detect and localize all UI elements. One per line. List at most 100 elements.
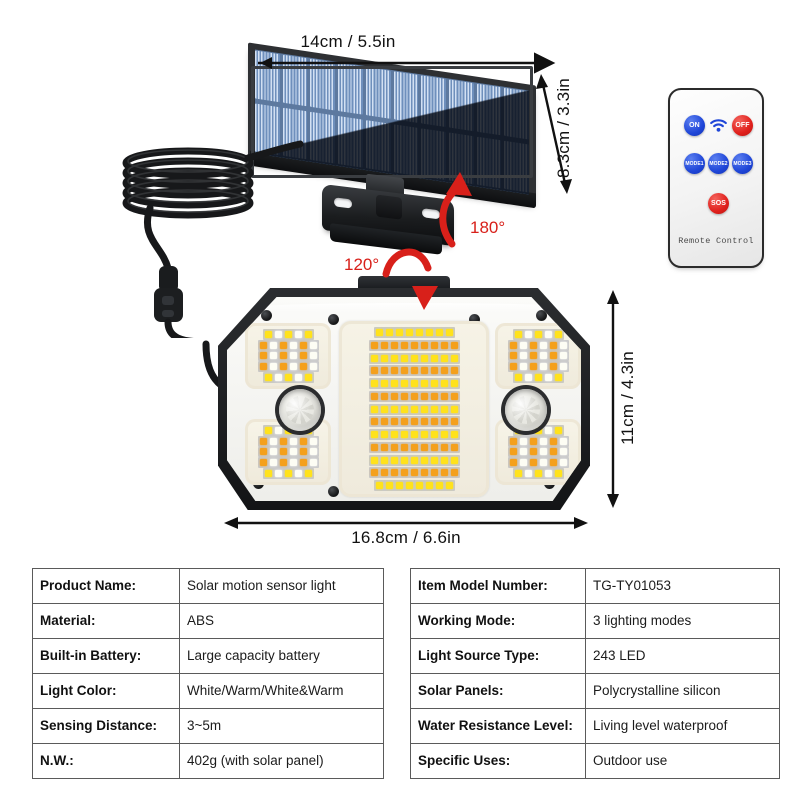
spec-key: Product Name:: [32, 568, 180, 604]
table-row: Light Color: White/Warm/White&Warm: [32, 673, 384, 709]
solar-depth-dimension-arrow: [536, 74, 572, 194]
spec-key: Sensing Distance:: [32, 708, 180, 744]
remote-mode1-button[interactable]: MODE1: [684, 153, 705, 174]
led-strip: [257, 339, 319, 351]
led-strip: [368, 429, 460, 440]
led-strip: [507, 457, 569, 469]
panel-rotation-arrow: [439, 172, 472, 248]
led-strip: [368, 403, 460, 415]
solar-depth-label: 8.3cm / 3.3in: [554, 78, 573, 178]
led-strip: [262, 329, 314, 340]
table-row: Sensing Distance: 3~5m: [32, 708, 384, 744]
spec-value: Living level waterproof: [585, 708, 780, 744]
solar-width-label: 14cm / 5.5in: [300, 32, 396, 51]
corner-led-panel-bottom-right: [495, 419, 581, 485]
led-strip: [507, 361, 569, 373]
head-rotation-arrow: [382, 248, 438, 310]
led-strip: [368, 339, 460, 351]
spec-value: Large capacity battery: [179, 638, 384, 674]
lamp-head-assembly: [218, 276, 590, 510]
led-strip: [512, 468, 564, 479]
motion-sensor-left: [279, 389, 321, 431]
led-strip: [368, 441, 460, 453]
table-row: Light Source Type: 243 LED: [410, 638, 780, 674]
spec-table-right: Item Model Number: TG-TY01053 Working Mo…: [410, 568, 780, 779]
led-strip: [507, 435, 569, 447]
bracket-pivot: [376, 194, 402, 220]
spec-value: 243 LED: [585, 638, 780, 674]
led-strip: [257, 446, 319, 458]
spec-key: Light Source Type:: [410, 638, 586, 674]
spec-key: Working Mode:: [410, 603, 586, 639]
table-row: N.W.: 402g (with solar panel): [32, 743, 384, 779]
wifi-icon: [710, 119, 727, 132]
spec-key: Water Resistance Level:: [410, 708, 586, 744]
spec-value: Polycrystalline silicon: [585, 673, 780, 709]
remote-on-button[interactable]: ON: [684, 115, 705, 136]
solar-panel-assembly: [248, 42, 548, 255]
lamp-height-label: 11cm / 4.3in: [618, 351, 637, 445]
led-strip: [368, 416, 460, 428]
table-row: Specific Uses: Outdoor use: [410, 743, 780, 779]
head-rotation-label: 120°: [344, 255, 380, 274]
remote-body: ON OFF MODE1 MODE2 MODE3 SOS Remote Cont…: [668, 88, 764, 268]
lamp-width-dimension-arrow: [224, 517, 588, 529]
table-row: Working Mode: 3 lighting modes: [410, 603, 780, 639]
table-row: Built-in Battery: Large capacity battery: [32, 638, 384, 674]
spec-value: TG-TY01053: [585, 568, 780, 604]
led-strip: [507, 339, 569, 351]
led-strip: [512, 372, 564, 383]
spec-key: N.W.:: [32, 743, 180, 779]
remote-mode3-button[interactable]: MODE3: [732, 153, 753, 174]
spec-value: 3 lighting modes: [585, 603, 780, 639]
led-strip: [368, 378, 460, 389]
spec-key: Specific Uses:: [410, 743, 586, 779]
led-strip: [512, 329, 564, 340]
spec-key: Item Model Number:: [410, 568, 586, 604]
spec-value: 402g (with solar panel): [179, 743, 384, 779]
led-strip: [368, 352, 460, 364]
spec-key: Solar Panels:: [410, 673, 586, 709]
spec-value: Solar motion sensor light: [179, 568, 384, 604]
bracket-screw-slot: [334, 197, 352, 209]
remote-control[interactable]: ON OFF MODE1 MODE2 MODE3 SOS Remote Cont…: [668, 88, 764, 268]
table-row: Solar Panels: Polycrystalline silicon: [410, 673, 780, 709]
remote-caption: Remote Control: [678, 236, 754, 246]
spec-value: Outdoor use: [585, 743, 780, 779]
remote-mode2-button[interactable]: MODE2: [708, 153, 729, 174]
face-screw: [261, 310, 272, 321]
led-strip: [262, 372, 314, 383]
remote-sos-button[interactable]: SOS: [708, 193, 729, 214]
spec-value: White/Warm/White&Warm: [179, 673, 384, 709]
led-strip: [368, 467, 460, 479]
led-strip: [262, 468, 314, 479]
face-screw: [536, 310, 547, 321]
spec-key: Light Color:: [32, 673, 180, 709]
face-screw: [328, 486, 339, 497]
led-strip: [373, 327, 455, 338]
led-strip: [368, 365, 460, 377]
lamp-height-dimension-arrow: [607, 290, 619, 508]
spec-table-left: Product Name: Solar motion sensor light …: [32, 568, 384, 779]
face-screw: [328, 314, 339, 325]
remote-off-button[interactable]: OFF: [732, 115, 753, 136]
lamp-head-face: [227, 297, 581, 501]
panel-rotation-label: 180°: [470, 218, 506, 237]
led-strip: [257, 350, 319, 362]
remote-signal-icon[interactable]: [708, 115, 729, 136]
spec-value: ABS: [179, 603, 384, 639]
corner-led-panel-top-left: [245, 323, 331, 389]
table-row: Product Name: Solar motion sensor light: [32, 568, 384, 604]
corner-led-panel-bottom-left: [245, 419, 331, 485]
led-strip: [368, 454, 460, 466]
motion-sensor-right: [505, 389, 547, 431]
spec-value: 3~5m: [179, 708, 384, 744]
led-strip: [368, 390, 460, 402]
solar-width-dimension-arrow: [258, 52, 556, 74]
table-row: Item Model Number: TG-TY01053: [410, 568, 780, 604]
table-row: Material: ABS: [32, 603, 384, 639]
led-strip: [373, 480, 455, 491]
face-screw: [469, 314, 480, 325]
center-led-panel: [339, 321, 489, 497]
